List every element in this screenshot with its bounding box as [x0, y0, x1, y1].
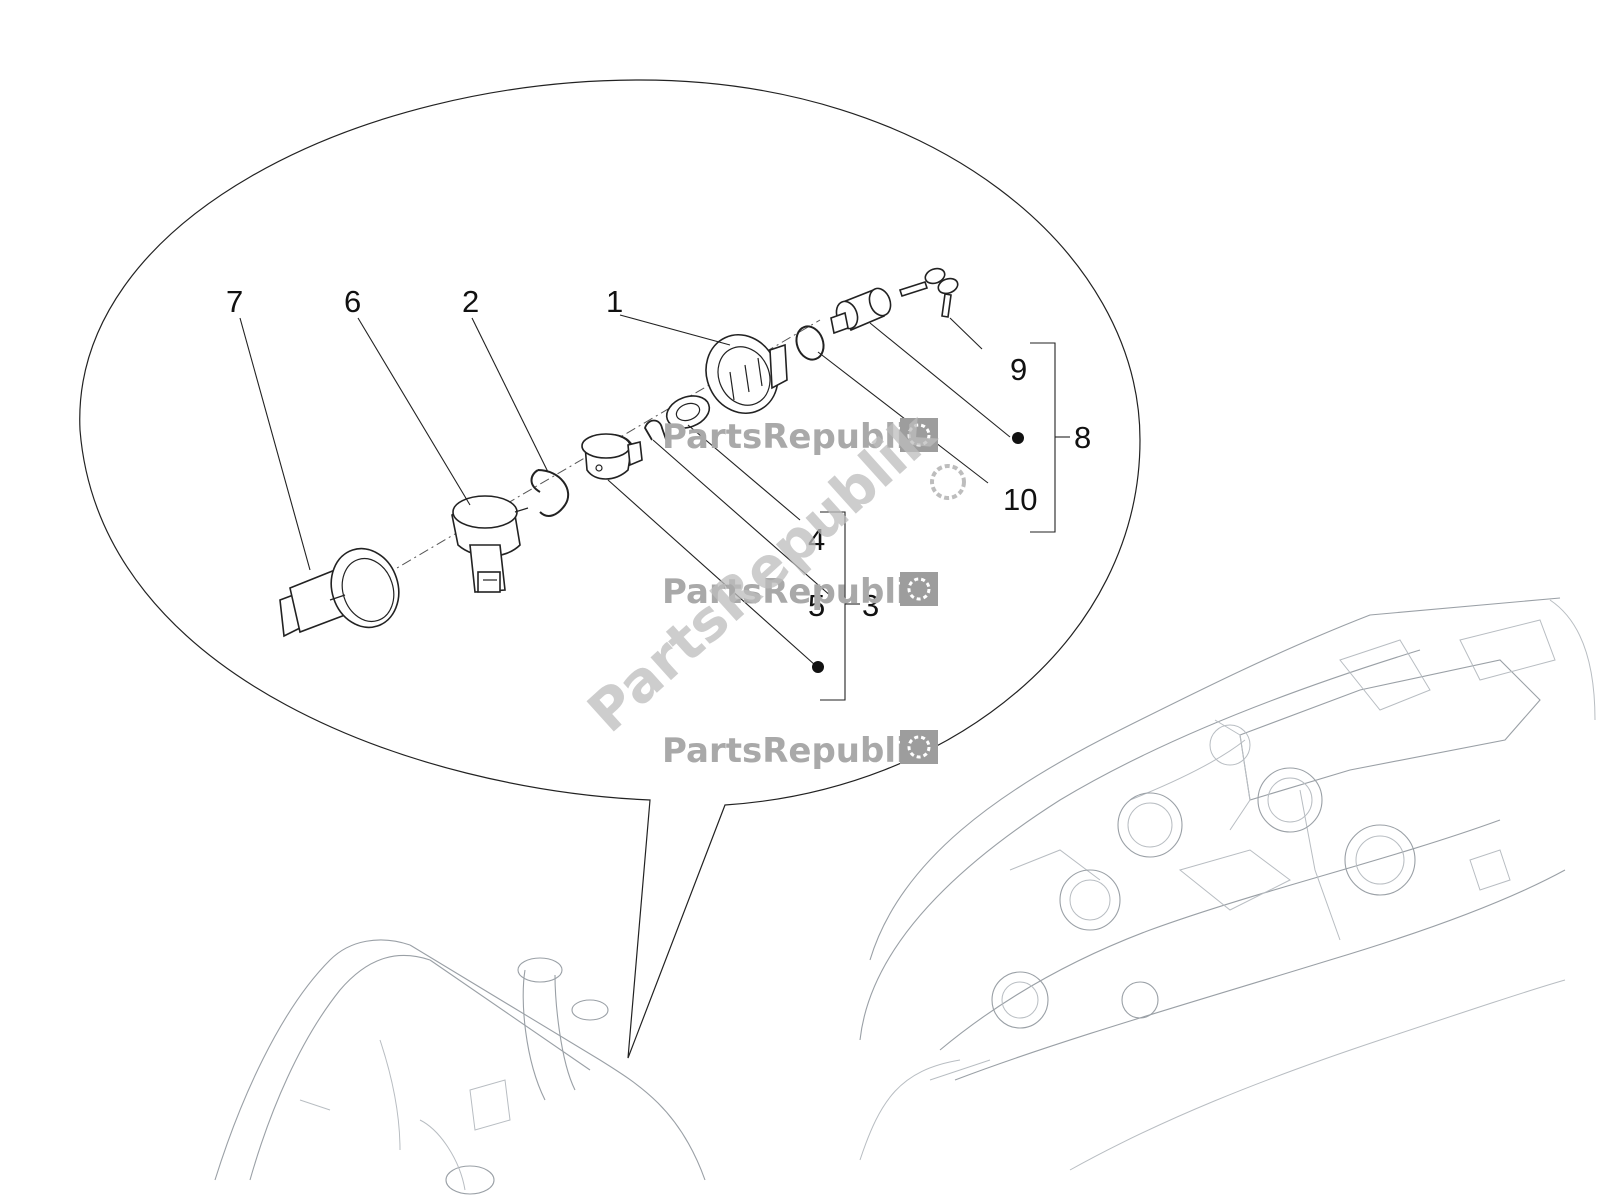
- scooter-frame: [859, 597, 1596, 1171]
- watermark-brand: PartsRepublik: [662, 731, 932, 771]
- callout-6: 6: [344, 284, 361, 319]
- bracket-8: [1030, 342, 1070, 533]
- part-1-lock-housing: [705, 334, 788, 414]
- lock-cylinder: [830, 287, 892, 335]
- callout-7: 7: [226, 284, 243, 319]
- part-4-washer: [665, 395, 711, 429]
- part-6-ignition-switch: [451, 495, 529, 593]
- callout-5: 5: [808, 588, 825, 623]
- assembly-dot-8: [1012, 432, 1024, 444]
- callout-9: 9: [1010, 352, 1027, 387]
- detail-bubble: [79, 79, 1141, 1059]
- part-7-immobilizer-ring: [279, 547, 400, 638]
- part-5-lock-cam: [581, 433, 643, 480]
- callout-4: 4: [808, 522, 825, 557]
- callout-8: 8: [1074, 420, 1091, 455]
- watermark-top: PartsRepublik: [662, 417, 938, 457]
- bracket-3: [820, 511, 860, 701]
- watermark-brand: PartsRepublik: [662, 572, 932, 612]
- gear-icon: [907, 423, 931, 447]
- callout-10: 10: [1003, 482, 1037, 517]
- gear-icon: [930, 464, 966, 500]
- watermark-brand: PartsRepublik: [662, 417, 932, 457]
- callout-2: 2: [462, 284, 479, 319]
- watermark-middle: PartsRepublik: [662, 572, 938, 612]
- leg-shield-frame: [214, 939, 706, 1195]
- part-9-keys: [898, 267, 959, 318]
- part-3-hairpin-clip: [644, 419, 669, 446]
- part-10-circlip: [795, 325, 825, 361]
- callout-3: 3: [862, 588, 879, 623]
- leader-lines: [239, 314, 1011, 666]
- callout-1: 1: [606, 284, 623, 319]
- watermark-bottom: PartsRepublik: [662, 730, 938, 771]
- gear-icon: [907, 577, 931, 601]
- part-2-spring-clip: [530, 469, 570, 517]
- assembly-dot-3: [812, 661, 824, 673]
- gear-icon: [907, 735, 931, 759]
